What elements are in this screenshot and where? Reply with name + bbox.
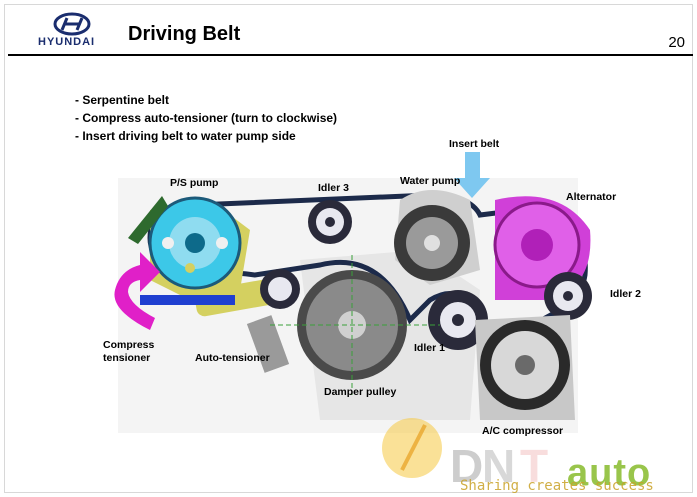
label-alternator: Alternator — [566, 191, 617, 203]
slide-frame — [4, 4, 693, 493]
instruction-list: - Serpentine belt - Compress auto-tensio… — [75, 91, 337, 145]
watermark-tagline: Sharing creates success — [460, 478, 654, 494]
label-compress-tensioner: Compress tensioner — [103, 339, 155, 364]
compress-tensioner-arrow — [114, 252, 160, 330]
svg-text:D: D — [450, 440, 483, 492]
header-divider — [8, 54, 693, 56]
auto-tensioner — [194, 269, 300, 373]
label-ac-compressor: A/C compressor — [482, 425, 564, 437]
page-number: 20 — [668, 34, 685, 51]
label-auto-tensioner: Auto-tensioner — [195, 352, 270, 364]
insert-belt-arrow — [454, 152, 490, 198]
list-item: - Insert driving belt to water pump side — [75, 129, 296, 143]
svg-text:N: N — [482, 440, 515, 492]
list-item: - Compress auto-tensioner (turn to clock… — [75, 111, 338, 125]
label-water-pump: Water pump — [400, 175, 461, 187]
idler-2 — [544, 272, 592, 320]
svg-text:T: T — [520, 440, 548, 492]
list-item: - Serpentine belt — [75, 93, 170, 107]
hyundai-logo — [53, 12, 91, 36]
ac-compressor — [475, 315, 575, 420]
idler-3 — [308, 200, 352, 244]
label-damper-pulley: Damper pulley — [324, 386, 397, 398]
brand-wordmark: HYUNDAI — [38, 36, 96, 48]
idler-1 — [428, 290, 488, 350]
water-pump — [394, 190, 480, 285]
label-idler-3: Idler 3 — [318, 182, 349, 194]
watermark-word: auto — [567, 452, 652, 494]
label-idler-2: Idler 2 — [610, 288, 641, 300]
page-title: Driving Belt — [128, 23, 241, 45]
label-idler-1: Idler 1 — [414, 342, 445, 354]
ps-pump — [148, 196, 250, 300]
label-insert-belt: Insert belt — [449, 138, 500, 150]
label-ps-pump: P/S pump — [170, 177, 219, 189]
